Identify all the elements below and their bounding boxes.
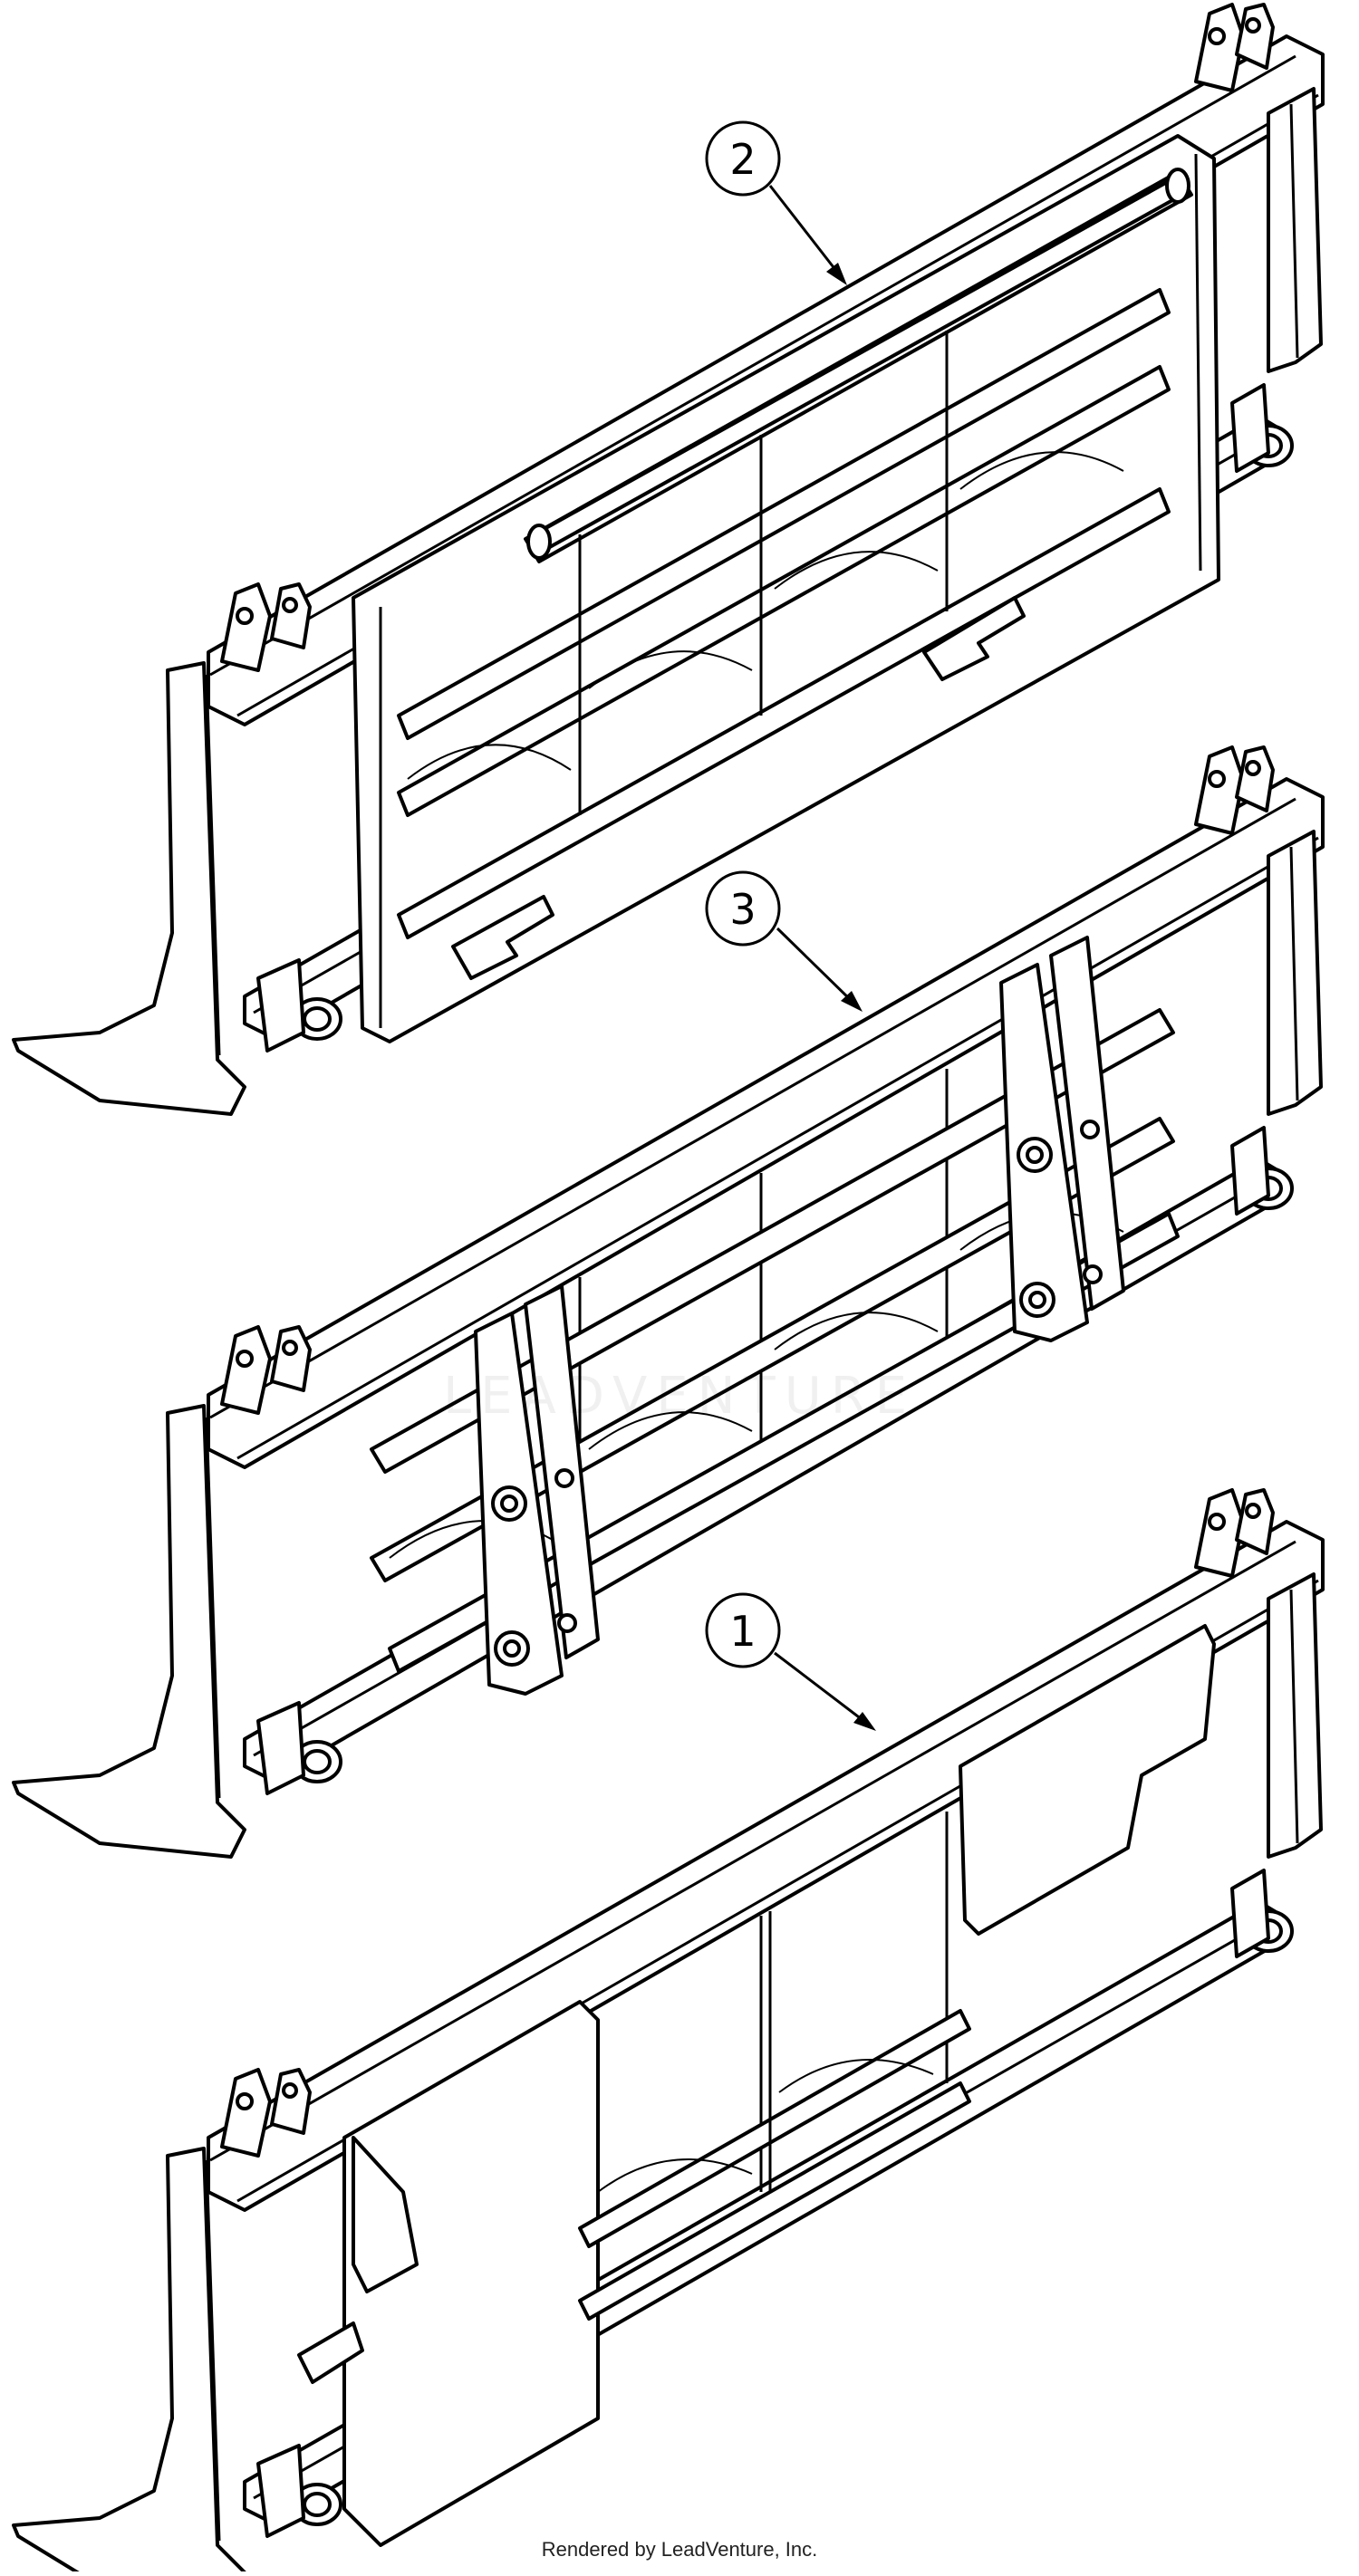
frame-assembly-2 [12, 3, 1325, 1116]
callout-3: 3 [705, 870, 863, 1012]
frame-assembly-1 [12, 1488, 1325, 2576]
callout-3-label: 3 [729, 885, 756, 934]
callout-1: 1 [705, 1592, 876, 1731]
watermark-text: LEADVENTURE [443, 1367, 916, 1426]
callout-2: 2 [705, 120, 847, 285]
callout-2-label: 2 [729, 135, 756, 184]
callout-1-label: 1 [729, 1607, 756, 1656]
footer-credit: Rendered by LeadVenture, Inc. [541, 2538, 818, 2561]
frame-assembly-3 [12, 745, 1325, 1859]
